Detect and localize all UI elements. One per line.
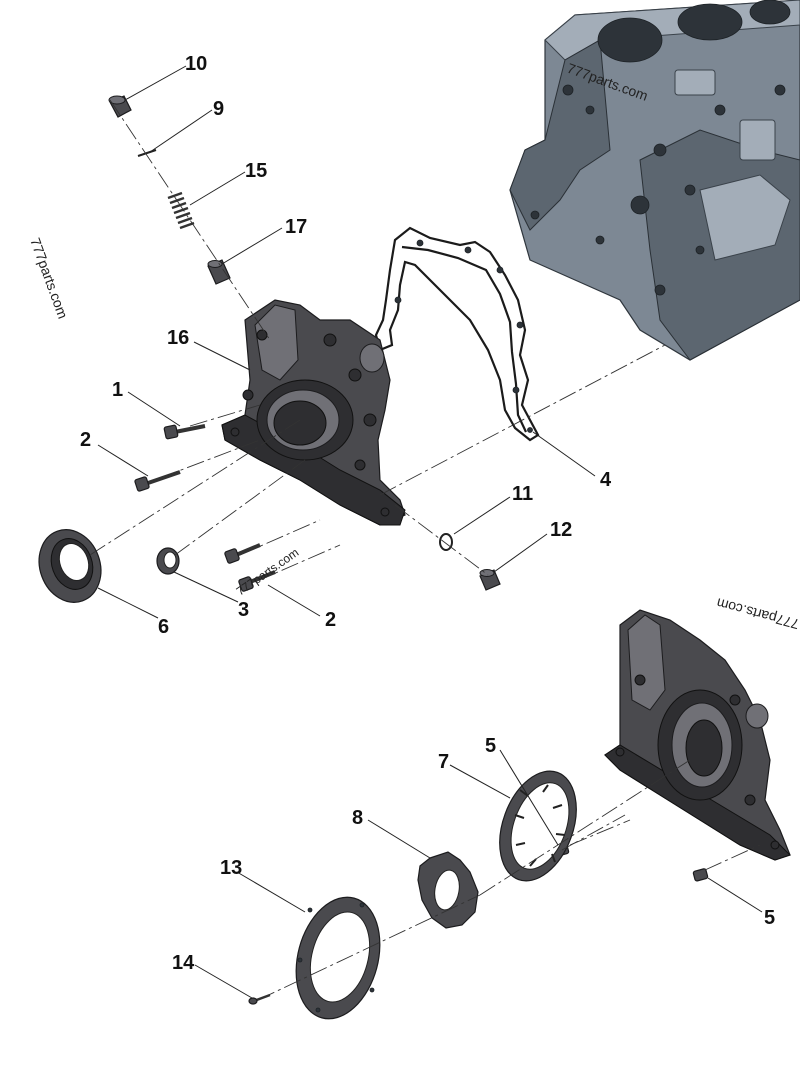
crankshaft-seal-6	[38, 529, 102, 603]
o-ring-11	[439, 533, 453, 551]
callout-7: 7	[438, 751, 449, 773]
cover-plate-13	[295, 896, 381, 1020]
callout-17: 17	[285, 216, 307, 238]
callout-16: 16	[167, 327, 189, 349]
callout-13: 13	[220, 857, 242, 879]
plunger-17	[207, 259, 231, 285]
dowel-5-lower	[692, 868, 709, 882]
seal-ring-3	[156, 547, 180, 575]
callout-11: 11	[512, 483, 533, 505]
watermark-left: 777parts.com	[27, 236, 71, 321]
bolt-2-lower-a	[224, 543, 261, 564]
assembly-axes	[89, 99, 761, 1001]
callout-2-upper: 2	[80, 429, 91, 451]
outer-rotor-7	[499, 770, 577, 882]
callout-15: 15	[245, 160, 267, 182]
callout-5-lower: 5	[764, 907, 775, 929]
callout-14: 14	[172, 952, 195, 974]
callout-10: 10	[185, 53, 207, 75]
watermark-right: 777parts.com	[715, 595, 800, 632]
bolt-1	[163, 424, 206, 440]
callout-labels: 10 9 15 17 16 1 2 4 11 12 6 3 2 5 7 8 13…	[80, 53, 775, 974]
rear-cover-housing	[604, 609, 791, 861]
front-cover-gasket	[374, 226, 540, 442]
leader-lines	[97, 65, 763, 999]
cap-10	[108, 95, 132, 118]
callout-6: 6	[158, 616, 169, 638]
plug-12	[479, 569, 501, 591]
bolt-2-lower-b	[238, 570, 276, 592]
callout-3: 3	[238, 599, 249, 621]
callout-12: 12	[550, 519, 572, 541]
bolt-2-upper	[134, 470, 181, 492]
callout-5-upper: 5	[485, 735, 496, 757]
callout-9: 9	[213, 98, 224, 120]
pin-9	[137, 149, 157, 157]
front-cover-housing	[221, 299, 406, 526]
engine-block	[509, 0, 800, 361]
callout-2-lower: 2	[325, 609, 336, 631]
callout-1: 1	[112, 379, 123, 401]
callout-8: 8	[352, 807, 363, 829]
spring-15	[167, 191, 195, 230]
callout-4: 4	[600, 469, 612, 491]
inner-rotor-8	[417, 851, 479, 929]
